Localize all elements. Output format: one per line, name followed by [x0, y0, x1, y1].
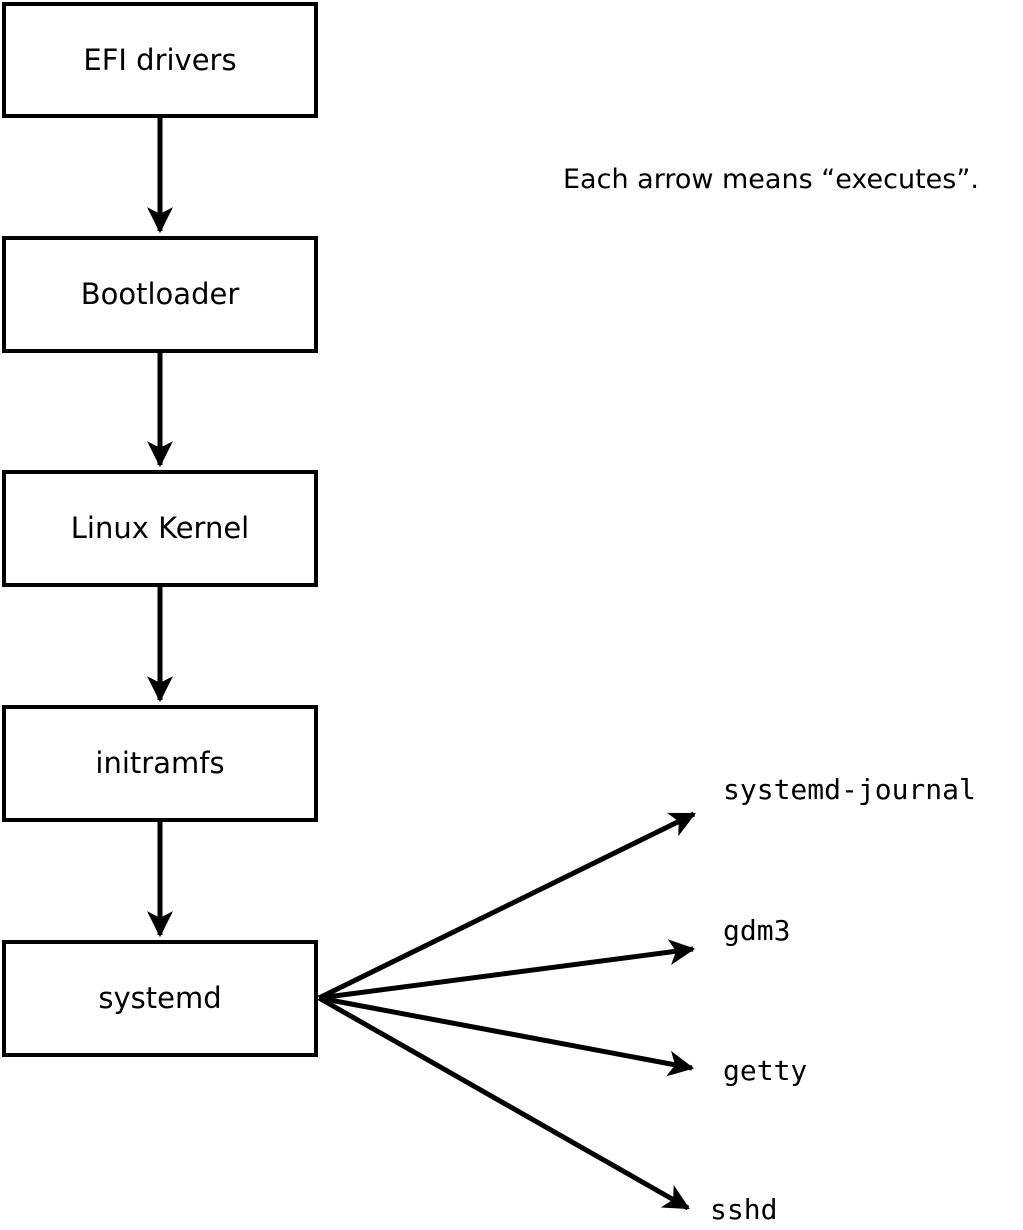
node-initramfs[interactable]: initramfs: [2, 705, 318, 822]
leaf-label-systemd-journal: systemd-journal: [723, 773, 976, 806]
node-label-bootloader: Bootloader: [80, 277, 240, 311]
node-systemd[interactable]: systemd: [2, 940, 318, 1057]
node-efi-drivers[interactable]: EFI drivers: [2, 2, 318, 118]
leaf-label-getty: getty: [723, 1054, 808, 1087]
node-linux-kernel[interactable]: Linux Kernel: [2, 470, 318, 587]
node-label-linux-kernel: Linux Kernel: [70, 511, 250, 545]
arrow-systemd-to-getty: [318, 995, 695, 1077]
node-label-efi-drivers: EFI drivers: [83, 42, 237, 77]
arrow-systemd-to-gdm3: [318, 939, 696, 1001]
node-bootloader[interactable]: Bootloader: [2, 236, 318, 353]
node-label-initramfs: initramfs: [95, 746, 225, 780]
arrow-systemd-to-systemd-journal: [317, 811, 696, 1001]
leaf-label-sshd: sshd: [710, 1193, 778, 1226]
node-label-systemd: systemd: [98, 981, 222, 1015]
arrow-systemd-to-sshd: [317, 995, 690, 1211]
leaf-label-gdm3: gdm3: [723, 914, 791, 947]
diagram-caption: Each arrow means “executes”.: [563, 164, 979, 195]
